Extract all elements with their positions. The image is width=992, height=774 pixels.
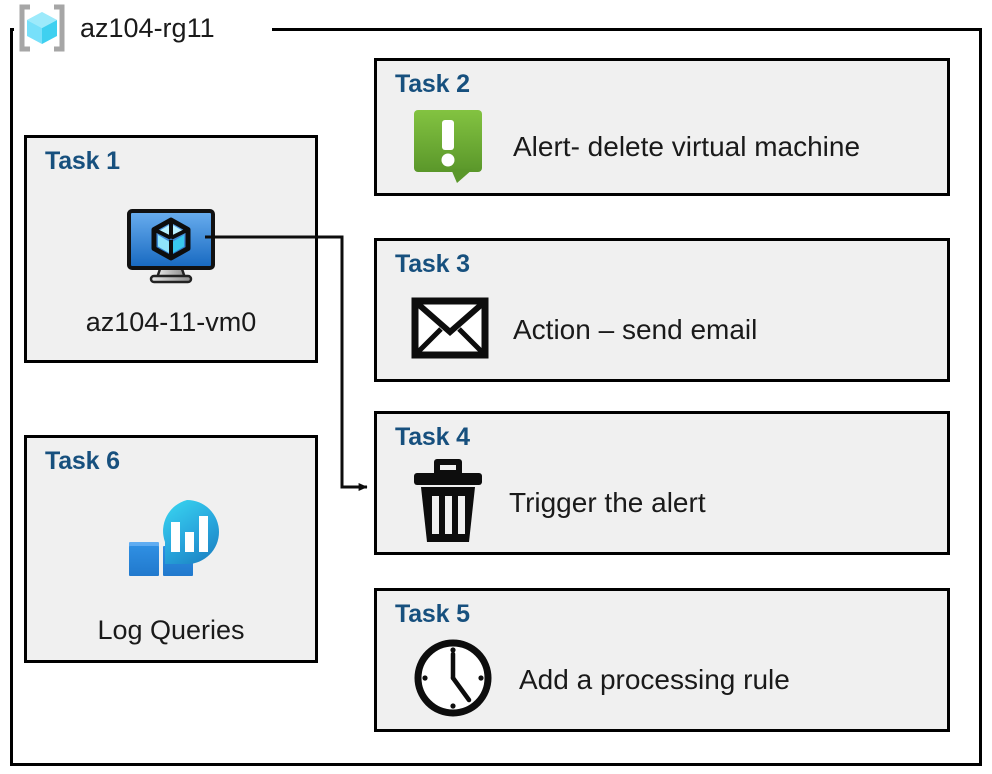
task-6-title: Task 6: [45, 447, 120, 475]
virtual-machine-icon: [123, 206, 219, 293]
task-2-box[interactable]: Task 2 Alert- delete virtual machin: [374, 58, 950, 196]
task-6-box[interactable]: Task 6: [24, 435, 318, 663]
task-4-label: Trigger the alert: [509, 487, 706, 518]
task-4-title: Task 4: [395, 423, 470, 451]
task-5-label: Add a processing rule: [519, 664, 790, 695]
task-2-title: Task 2: [395, 70, 470, 98]
envelope-icon: [411, 297, 489, 364]
resource-group-header: az104-rg11: [14, 2, 223, 54]
resource-group-cube-icon: [14, 3, 70, 53]
task-3-label: Action – send email: [513, 314, 758, 345]
alert-exclamation-icon: [411, 107, 489, 188]
task-3-box[interactable]: Task 3 Action – send email: [374, 238, 950, 382]
resource-group-frame-top-rule: [272, 28, 982, 31]
task-1-box[interactable]: Task 1: [24, 135, 318, 363]
task-1-title: Task 1: [45, 147, 120, 175]
trash-can-icon: [411, 457, 485, 550]
task-3-title: Task 3: [395, 250, 470, 278]
task-2-label: Alert- delete virtual machine: [513, 131, 861, 162]
task-5-title: Task 5: [395, 600, 470, 628]
resource-group-name: az104-rg11: [80, 12, 215, 43]
log-analytics-icon: [117, 498, 225, 601]
clock-icon: [411, 636, 495, 725]
task-5-box[interactable]: Task 5 Add a processing rule: [374, 588, 950, 732]
task-6-label: Log Queries: [97, 615, 245, 645]
task-1-label: az104-11-vm0: [85, 307, 257, 337]
task-4-box[interactable]: Task 4 Trigger the alert: [374, 411, 950, 555]
resource-group-frame: [10, 28, 982, 766]
